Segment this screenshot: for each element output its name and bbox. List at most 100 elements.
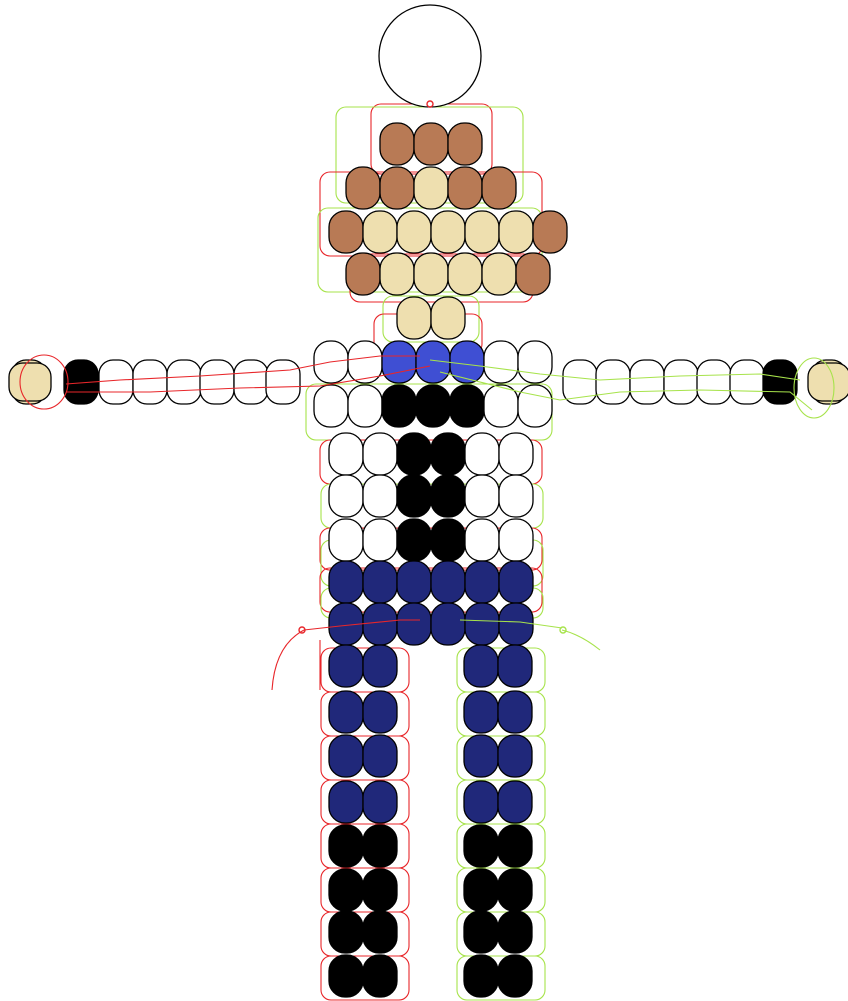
thread-overlay <box>19 100 835 691</box>
head-row-1-bead-3 <box>447 122 483 166</box>
torso-row-1-bead-6 <box>483 340 519 384</box>
torso-row-5-bead-4 <box>430 518 466 562</box>
head-row-2-bead-2 <box>379 166 415 210</box>
left-leg-row-3-bead-1 <box>328 734 364 778</box>
left-arm-bead-6 <box>199 359 235 405</box>
torso-row-4-bead-2 <box>362 474 398 518</box>
torso-row-6-bead-1 <box>328 560 364 604</box>
torso-row-7-bead-3 <box>396 602 432 646</box>
head-row-2-bead-3 <box>413 166 449 210</box>
torso-row-2-bead-3 <box>381 384 417 428</box>
thread-loop-left-hand <box>19 354 69 410</box>
right-leg-row-8-bead-2 <box>497 954 533 998</box>
left-leg-row-4-bead-2 <box>362 780 398 824</box>
right-leg-row-2-bead-2 <box>497 690 533 734</box>
torso-row-3-bead-2 <box>362 432 398 476</box>
head-row-3-bead-5 <box>464 210 500 254</box>
left-leg-row-6-bead-2 <box>362 868 398 912</box>
left-arm-bead-3 <box>98 359 134 405</box>
torso-row-2-bead-7 <box>517 384 553 428</box>
torso-row-1-bead-5 <box>449 340 485 384</box>
left-leg-row-7-bead-2 <box>362 910 398 954</box>
right-arm-bead-7 <box>762 359 798 405</box>
head-row-3-bead-7 <box>532 210 568 254</box>
thread-loop-right-hand <box>793 357 835 419</box>
torso-row-6-bead-5 <box>464 560 500 604</box>
head-row-4-bead-2 <box>379 252 415 296</box>
torso-row-2-bead-2 <box>347 384 383 428</box>
torso-row-7-bead-5 <box>464 602 500 646</box>
torso-row-7-bead-4 <box>430 602 466 646</box>
right-leg-row-7-bead-1 <box>463 910 499 954</box>
left-leg-row-8-bead-1 <box>328 954 364 998</box>
thread-loop-torso-6 <box>319 567 543 613</box>
torso-row-3-bead-3 <box>396 432 432 476</box>
right-arm-bead-4 <box>663 359 699 405</box>
head-row-3-bead-1 <box>328 210 364 254</box>
right-leg-row-7-bead-2 <box>497 910 533 954</box>
thread-right-arm-upper <box>429 359 801 381</box>
left-arm-bead-8 <box>265 359 301 405</box>
right-leg-row-2-bead-1 <box>463 690 499 734</box>
neck-bead-2 <box>430 296 466 340</box>
left-arm-bead-4 <box>132 359 168 405</box>
thread-left-arm-lower <box>66 365 431 393</box>
thread-loop-left-leg-8 <box>320 955 410 1001</box>
right-leg-row-4-bead-2 <box>497 780 533 824</box>
head-row-1-bead-1 <box>379 122 415 166</box>
head-row-3-bead-4 <box>430 210 466 254</box>
head-row-3-bead-2 <box>362 210 398 254</box>
thread-top-knot <box>426 100 434 108</box>
keyring-hoop <box>378 4 482 108</box>
torso-row-6-bead-2 <box>362 560 398 604</box>
thread-loop-right-leg-8 <box>456 955 546 1001</box>
torso-row-4-bead-3 <box>396 474 432 518</box>
right-arm-bead-5 <box>696 359 732 405</box>
head-row-4-bead-3 <box>413 252 449 296</box>
torso-row-4-bead-4 <box>430 474 466 518</box>
left-leg-row-3-bead-2 <box>362 734 398 778</box>
torso-row-2-bead-1 <box>313 384 349 428</box>
torso-row-3-bead-5 <box>464 432 500 476</box>
head-row-2-bead-5 <box>481 166 517 210</box>
torso-row-6-bead-4 <box>430 560 466 604</box>
neck-bead-1 <box>396 296 432 340</box>
torso-row-5-bead-1 <box>328 518 364 562</box>
left-leg-row-2-bead-1 <box>328 690 364 734</box>
torso-row-3-bead-6 <box>498 432 534 476</box>
thread-right-leg-start <box>459 619 563 629</box>
head-row-3-bead-3 <box>396 210 432 254</box>
thread-left-arm-upper <box>65 355 420 385</box>
right-leg-row-3-bead-2 <box>497 734 533 778</box>
left-hand-bead <box>8 362 52 402</box>
right-leg-row-6-bead-1 <box>463 868 499 912</box>
right-leg-row-4-bead-1 <box>463 780 499 824</box>
torso-row-1-bead-7 <box>517 340 553 384</box>
right-leg-row-6-bead-2 <box>497 868 533 912</box>
left-arm-bead-5 <box>166 359 202 405</box>
torso-row-3-bead-4 <box>430 432 466 476</box>
torso-row-5-bead-2 <box>362 518 398 562</box>
right-leg-row-8-bead-1 <box>463 954 499 998</box>
right-arm-bead-2 <box>595 359 631 405</box>
torso-row-7-bead-6 <box>498 602 534 646</box>
left-leg-row-6-bead-1 <box>328 868 364 912</box>
torso-row-6-bead-6 <box>498 560 534 604</box>
torso-row-3-bead-1 <box>328 432 364 476</box>
left-leg-row-8-bead-2 <box>362 954 398 998</box>
head-row-2-bead-4 <box>447 166 483 210</box>
left-arm-bead-7 <box>233 359 269 405</box>
left-leg-row-1-bead-2 <box>362 644 398 688</box>
right-arm-bead-3 <box>629 359 665 405</box>
torso-row-4-bead-5 <box>464 474 500 518</box>
torso-row-5-bead-6 <box>498 518 534 562</box>
head-row-4-bead-1 <box>345 252 381 296</box>
head-row-3-bead-6 <box>498 210 534 254</box>
torso-row-6-bead-3 <box>396 560 432 604</box>
torso-row-4-bead-1 <box>328 474 364 518</box>
torso-row-7-bead-2 <box>362 602 398 646</box>
thread-right-knot <box>559 626 567 634</box>
head-row-2-bead-1 <box>345 166 381 210</box>
thread-right-tail <box>561 629 601 651</box>
